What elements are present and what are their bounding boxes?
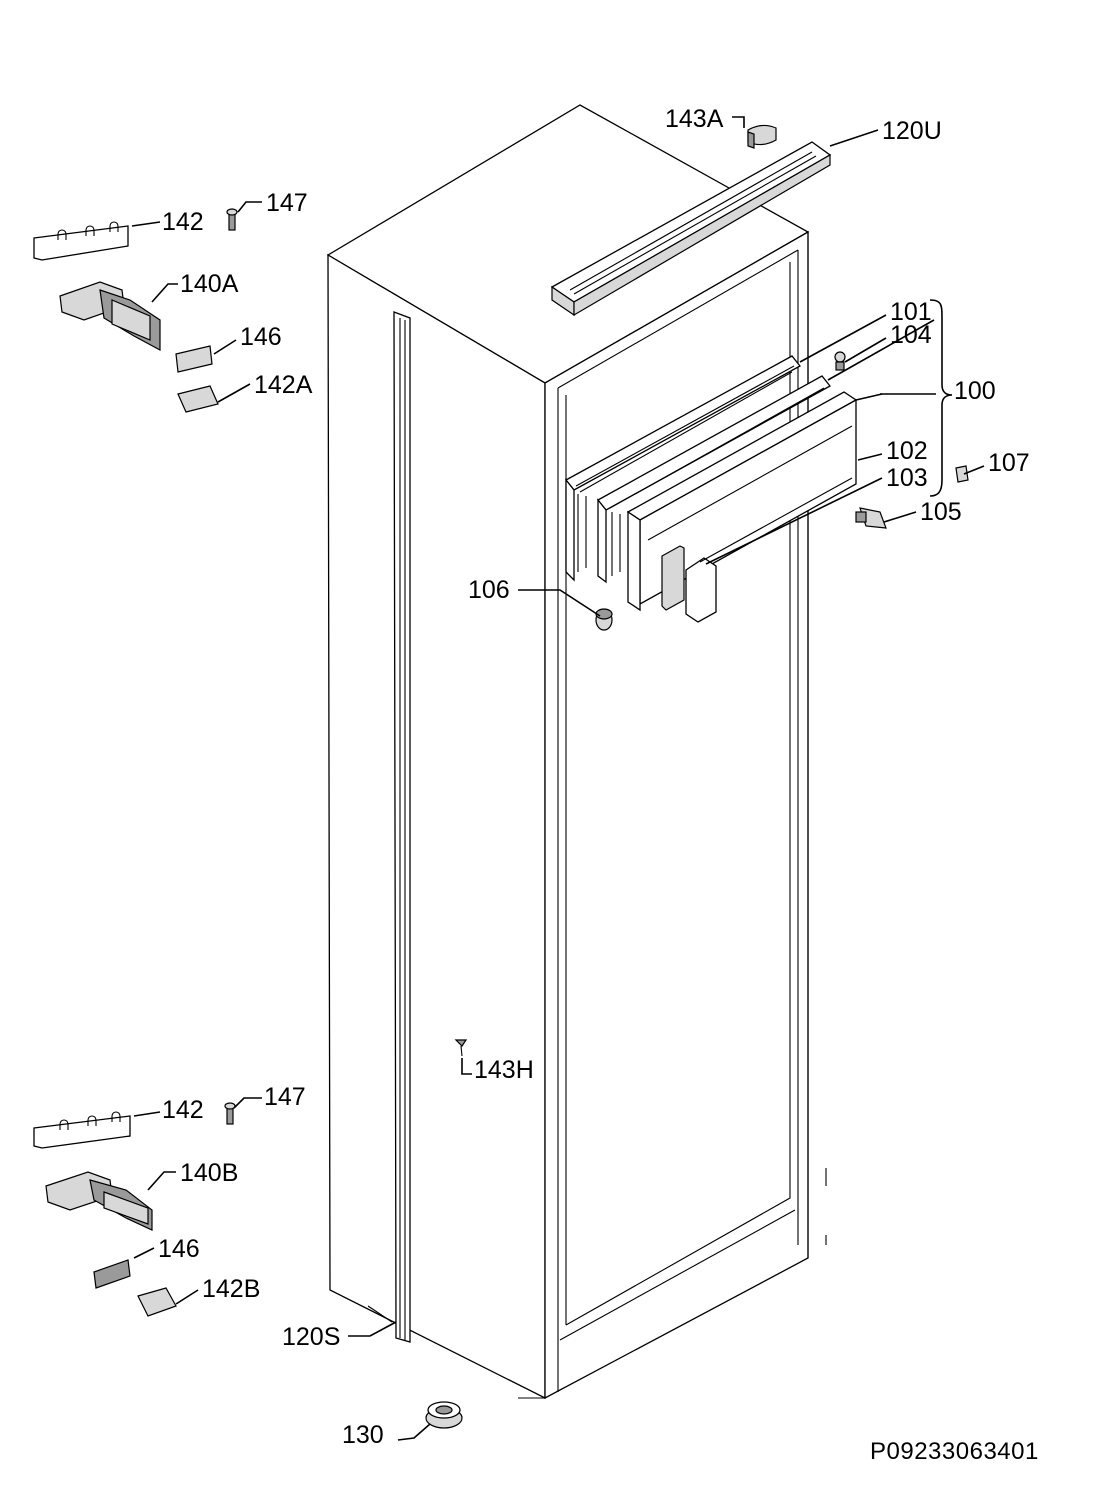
label-130: 130 (342, 1421, 384, 1449)
screw-143H (454, 1039, 468, 1057)
label-102: 102 (886, 437, 928, 465)
label-103: 103 (886, 464, 928, 492)
label-142A: 142A (254, 371, 313, 399)
label-142-top: 142 (162, 208, 204, 236)
label-105: 105 (920, 498, 962, 526)
clip-143A (747, 124, 777, 149)
plate-142B (137, 1287, 177, 1317)
label-142B: 142B (202, 1275, 260, 1303)
label-147-top: 147 (266, 189, 308, 217)
label-120U: 120U (882, 117, 942, 145)
knob-104 (834, 351, 846, 371)
plug-105 (855, 507, 887, 529)
label-140B: 140B (180, 1159, 238, 1187)
label-106: 106 (468, 576, 510, 604)
drawing-code: P09233063401 (870, 1438, 1039, 1465)
leader-lines (131, 116, 985, 1441)
gasket-strip-120S (367, 311, 411, 1343)
hinge-plate-142-top (33, 221, 129, 261)
screw-147-bottom (224, 1102, 236, 1125)
cap-106 (595, 608, 613, 631)
top-rail-120U (550, 141, 832, 317)
shim-146-top (175, 345, 213, 373)
assembly-bracket-100 (929, 299, 953, 497)
label-143A: 143A (665, 105, 724, 133)
handle-bracket (661, 477, 853, 623)
label-142-bottom: 142 (162, 1096, 204, 1124)
part-labels: 143A 120U 147 142 140A 146 142A 101 104 … (158, 105, 1039, 1465)
label-104: 104 (890, 321, 932, 349)
plate-142A (177, 385, 219, 413)
label-146-top: 146 (240, 323, 282, 351)
frame-101 (565, 355, 801, 582)
label-107: 107 (988, 449, 1030, 477)
label-147-bottom: 147 (264, 1083, 306, 1111)
label-146-bottom: 146 (158, 1235, 200, 1263)
cover-103 (626, 391, 858, 612)
label-140A: 140A (180, 270, 239, 298)
foot-130 (425, 1401, 463, 1429)
label-101: 101 (890, 298, 932, 326)
shim-146-bottom (93, 1259, 131, 1289)
hinge-140B (45, 1171, 153, 1231)
label-143H: 143H (474, 1056, 534, 1084)
frame-102 (597, 375, 831, 584)
label-100: 100 (954, 377, 996, 405)
screw-147-top (226, 208, 238, 231)
hinge-plate-142-bottom (33, 1111, 131, 1149)
hinge-140A (59, 281, 161, 352)
label-120S: 120S (282, 1323, 340, 1351)
clip-107 (955, 465, 969, 483)
